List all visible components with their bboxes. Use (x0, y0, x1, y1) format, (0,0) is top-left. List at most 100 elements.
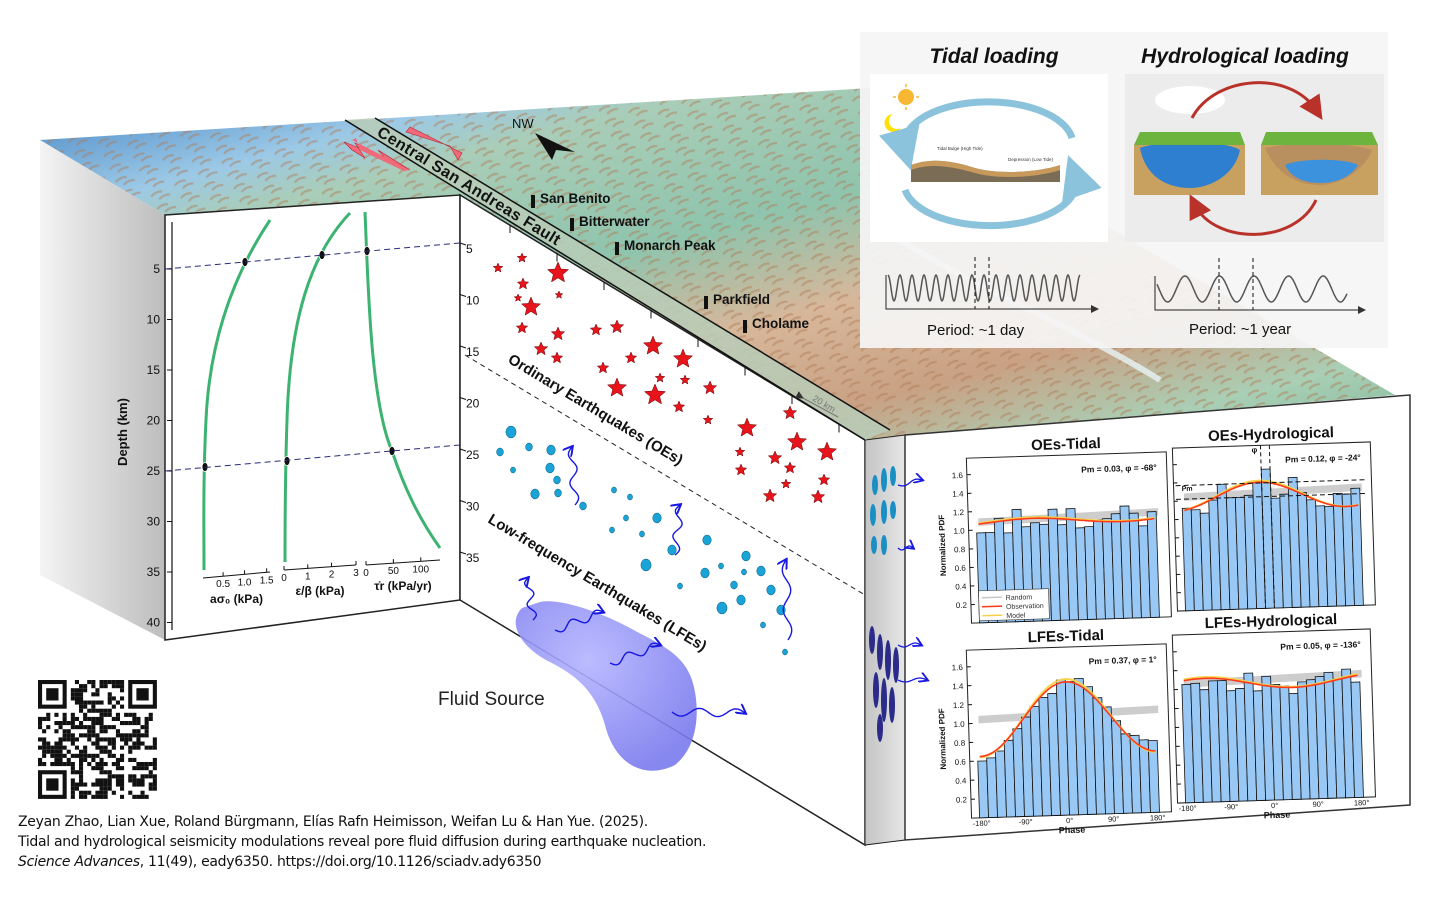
qr-module (91, 716, 96, 721)
qr-module (46, 725, 51, 730)
qr-module (83, 716, 88, 721)
qr-module (136, 766, 141, 771)
low-lake (1285, 159, 1358, 183)
qr-code[interactable] (36, 678, 159, 801)
qr-module (79, 770, 84, 775)
oe-star (516, 252, 528, 263)
qr-module (50, 749, 55, 754)
qr-module (128, 778, 133, 783)
qr-module (62, 733, 67, 738)
wavy-arrow-icon (897, 546, 913, 551)
x-tick-label: 180° (1150, 813, 1166, 822)
oe-star (520, 296, 542, 316)
legend-label: Observation (1006, 603, 1044, 611)
histogram-bar (1350, 681, 1364, 798)
depth-tick-label: 15 (147, 363, 161, 377)
qr-module (140, 741, 145, 746)
qr-module (70, 716, 75, 721)
depth-tick (459, 345, 467, 349)
x-tick-label: -180° (1179, 803, 1197, 813)
qr-module (136, 721, 141, 726)
qr-module (95, 688, 100, 693)
qr-module (144, 745, 149, 750)
qr-module (128, 749, 133, 754)
x-tick-label: -180° (973, 819, 991, 829)
qr-module (95, 708, 100, 713)
fluid-pocket (870, 504, 876, 526)
qr-module (95, 721, 100, 726)
lfe-dot (627, 493, 633, 501)
qr-module (148, 745, 153, 750)
histogram-bar (1147, 739, 1160, 813)
citation-details: , 11(49), eady6350. https://doi.org/10.1… (139, 854, 542, 870)
qr-module (99, 729, 104, 734)
qr-module (83, 794, 88, 799)
qr-module (95, 716, 100, 721)
y-axis-title: Normalized PDF (937, 708, 948, 770)
qr-module (132, 778, 137, 783)
qr-module (120, 745, 125, 750)
lfe-dot (525, 442, 533, 452)
fluid-source-label: Fluid Source (438, 689, 545, 710)
qr-module (107, 680, 112, 685)
qr-module (91, 753, 96, 758)
qr-module (107, 770, 112, 775)
profile-x-tick-label: 50 (388, 566, 400, 577)
qr-module (132, 741, 137, 746)
qr-module (91, 684, 96, 689)
lfe-dot (611, 486, 617, 494)
qr-module (38, 745, 43, 750)
qr-module (95, 745, 100, 750)
qr-module (91, 704, 96, 709)
qr-module (79, 778, 84, 783)
qr-module (111, 696, 116, 701)
location-marker (531, 195, 535, 208)
qr-module (99, 794, 104, 799)
qr-module (83, 684, 88, 689)
qr-module (70, 753, 75, 758)
qr-module (79, 725, 84, 730)
qr-module (152, 786, 157, 791)
qr-module (128, 737, 133, 742)
waveform (1156, 275, 1348, 303)
qr-module (107, 753, 112, 758)
location-label: Monarch Peak (624, 238, 716, 253)
qr-module (70, 725, 75, 730)
qr-module (148, 782, 153, 787)
qr-module (148, 786, 153, 791)
hydro-cycle-arrow-top (1190, 81, 1323, 121)
location-marker (615, 242, 619, 255)
qr-module (42, 762, 47, 767)
oe-star (554, 290, 564, 299)
qr-module (66, 721, 71, 726)
qr-module (128, 733, 133, 738)
qr-module (115, 716, 120, 721)
wavy-arrow-icon (525, 578, 537, 621)
profile-x-axis (202, 571, 271, 579)
qr-module (120, 704, 125, 709)
qr-module (70, 733, 75, 738)
oe-star (702, 414, 714, 425)
depth-tick-label: 25 (147, 464, 161, 478)
qr-module (144, 794, 149, 799)
x-tick-label: 90° (1108, 814, 1120, 823)
qr-module (144, 762, 149, 767)
oe-star (589, 323, 603, 336)
qr-module (66, 733, 71, 738)
qr-module (144, 716, 149, 721)
qr-module (136, 737, 141, 742)
fluid-pocket (890, 501, 896, 519)
profile-x-axis-title: ε/β (kPa) (295, 584, 344, 598)
tidal-bulge-label: Tidal Bulge (High Tide) (937, 146, 983, 151)
qr-module (74, 786, 79, 791)
qr-module (70, 794, 75, 799)
qr-module (83, 757, 88, 762)
qr-module (140, 782, 145, 787)
phase-guide (1259, 445, 1267, 609)
north-arrow-icon (535, 133, 575, 160)
qr-finder-center (136, 688, 149, 701)
qr-module (83, 782, 88, 787)
y-tick-label: 0.2 (956, 601, 968, 610)
location-label: Cholame (752, 316, 810, 331)
